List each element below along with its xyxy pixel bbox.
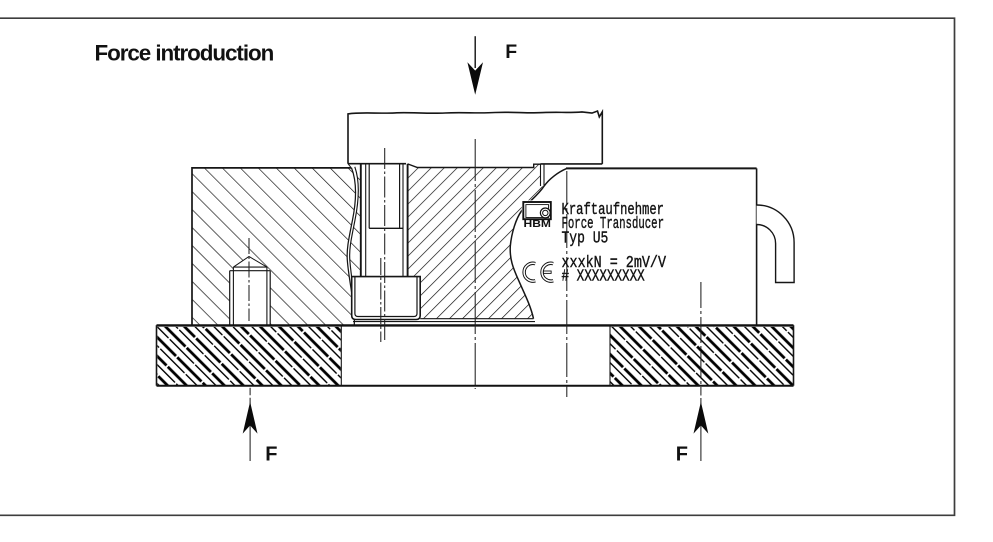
svg-text:F: F (505, 41, 517, 63)
svg-text:Kraftaufnehmer: Kraftaufnehmer (562, 202, 665, 220)
svg-text:Force introduction: Force introduction (95, 41, 275, 66)
svg-text:F: F (676, 443, 688, 465)
svg-text:HBM: HBM (524, 218, 552, 230)
svg-text:# XXXXXXXXX: # XXXXXXXXX (562, 269, 645, 287)
svg-text:Force Transducer: Force Transducer (562, 216, 665, 234)
svg-text:F: F (265, 443, 277, 465)
svg-text:xxxkN = 2mV/V: xxxkN = 2mV/V (562, 255, 667, 273)
svg-text:Typ U5: Typ U5 (562, 230, 609, 248)
